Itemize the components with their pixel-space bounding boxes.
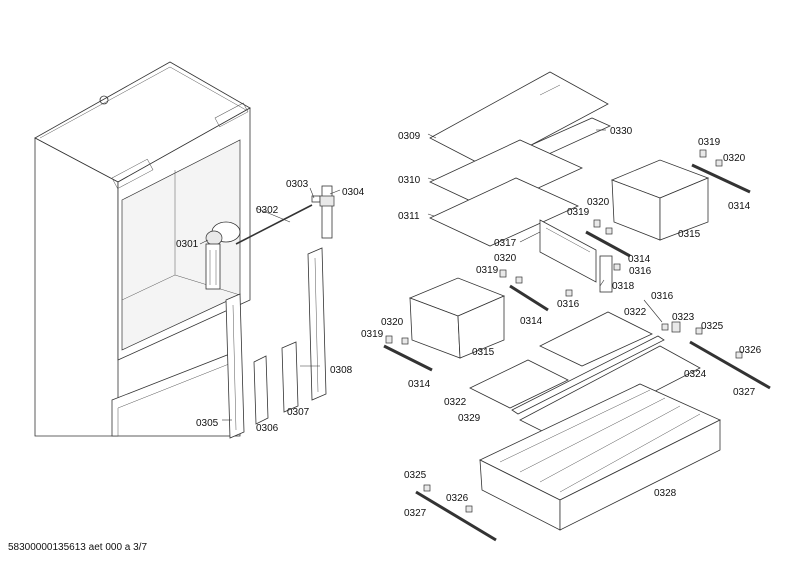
part-0308-rail <box>307 247 327 401</box>
part-0304-bracket <box>319 185 335 239</box>
part-0317-divider-panel <box>539 219 597 283</box>
label-0310: 0310 <box>398 175 421 186</box>
label-0316c: 0316 <box>651 291 674 302</box>
label-0314b: 0314 <box>628 254 651 265</box>
part-0328-big-drawer <box>479 383 721 531</box>
label-0327b: 0327 <box>404 508 427 519</box>
label-0304: 0304 <box>342 187 365 198</box>
part-0314-rail-c <box>509 284 549 312</box>
label-0329: 0329 <box>458 413 481 424</box>
label-0308: 0308 <box>330 365 353 376</box>
label-0302: 0302 <box>256 205 279 216</box>
label-0319c: 0319 <box>476 265 499 276</box>
part-labels: 0301 0302 0303 0304 0305 0306 0307 0308 … <box>176 126 762 519</box>
part-0329-divider-rail <box>511 335 665 415</box>
label-0317: 0317 <box>494 238 517 249</box>
label-0311: 0311 <box>398 211 420 222</box>
label-0318: 0318 <box>612 281 635 292</box>
part-0301-fan-unit <box>205 221 241 290</box>
label-0316a: 0316 <box>629 266 652 277</box>
part-0322-shelf-lower <box>469 359 569 409</box>
label-0322b: 0322 <box>444 397 467 408</box>
document-footer-id: 58300000135613 aet 000 a 3/7 <box>8 542 148 553</box>
label-0319b: 0319 <box>567 207 590 218</box>
part-0315-drawer-lower <box>408 277 506 359</box>
part-0327-rail-left <box>415 490 497 542</box>
fridge-cabinet <box>34 61 251 437</box>
label-0326a: 0326 <box>739 345 762 356</box>
part-0311-glass-shelf <box>429 177 579 247</box>
label-0326b: 0326 <box>446 493 469 504</box>
label-0315b: 0315 <box>472 347 495 358</box>
label-0325a: 0325 <box>701 321 724 332</box>
part-0314-rail-d <box>383 344 433 372</box>
part-0307-rail <box>281 341 299 413</box>
label-0328: 0328 <box>654 488 677 499</box>
part-0306-rail <box>253 355 269 425</box>
label-0314c: 0314 <box>520 316 543 327</box>
label-0327a: 0327 <box>733 387 756 398</box>
label-0320b: 0320 <box>587 197 610 208</box>
label-0320a: 0320 <box>723 153 746 164</box>
label-0319d: 0319 <box>361 329 384 340</box>
label-0320c: 0320 <box>494 253 517 264</box>
part-0315-drawer-upper <box>610 159 710 241</box>
label-0307: 0307 <box>287 407 310 418</box>
part-0327-rail-right <box>689 340 771 390</box>
part-0305-rail <box>225 293 245 439</box>
part-0303-clip <box>311 195 321 203</box>
label-0303: 0303 <box>286 179 309 190</box>
label-0320d: 0320 <box>381 317 404 328</box>
label-0324: 0324 <box>684 369 707 380</box>
label-0323: 0323 <box>672 312 695 323</box>
part-0309-glass-shelf <box>429 71 609 169</box>
label-0306: 0306 <box>256 423 279 434</box>
part-0302-rod <box>235 204 313 245</box>
label-0319a: 0319 <box>698 137 721 148</box>
label-0322a: 0322 <box>624 307 647 318</box>
part-0322-shelf-upper <box>539 311 653 367</box>
label-0314a: 0314 <box>728 201 751 212</box>
label-0315a: 0315 <box>678 229 701 240</box>
label-0305: 0305 <box>196 418 219 429</box>
part-0314-rail-a <box>691 163 751 194</box>
label-0316b: 0316 <box>557 299 580 310</box>
label-0309: 0309 <box>398 131 421 142</box>
part-0318-post <box>599 255 613 293</box>
small-clips <box>385 149 743 513</box>
label-0330: 0330 <box>610 126 633 137</box>
leader-lines <box>199 129 663 421</box>
part-0314-rail-b <box>585 230 631 258</box>
label-0325b: 0325 <box>404 470 427 481</box>
label-0314d: 0314 <box>408 379 431 390</box>
label-0301: 0301 <box>176 239 199 250</box>
